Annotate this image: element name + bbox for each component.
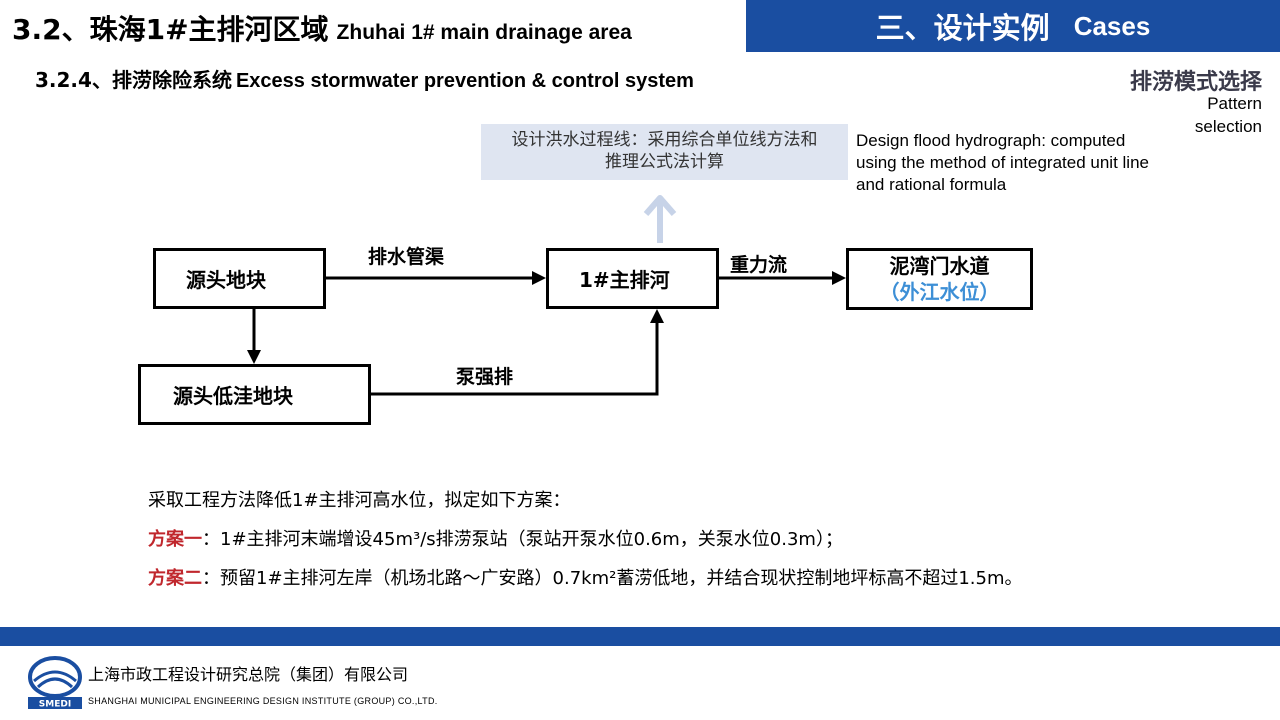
pattern-selection-en: Pattern selection <box>1194 94 1262 136</box>
node-main-drainage-river: 1#主排河 <box>546 248 719 309</box>
flood-hydrograph-line2: 推理公式法计算 <box>605 152 724 172</box>
plan-two: 方案二：预留1#主排河左岸（机场北路～广安路）0.7km²蓄涝低地，并结合现状控… <box>148 564 1023 590</box>
pattern-selection-cn: 排涝模式选择 <box>1129 70 1262 95</box>
page-title: 3.2、珠海1#主排河区域 Zhuhai 1# main drainage are… <box>12 8 632 48</box>
node-low-lying-plot-label: 源头低洼地块 <box>173 384 293 408</box>
edge-pump-line <box>371 309 664 396</box>
page-title-en: Zhuhai 1# main drainage area <box>336 21 632 44</box>
node-outlet-waterway-label: 泥湾门水道 <box>889 254 990 278</box>
section-subtitle-en: Excess stormwater prevention & control s… <box>235 70 694 92</box>
footer-bar <box>0 627 1280 646</box>
node-main-drainage-river-label: 1#主排河 <box>579 268 670 292</box>
edge-pipe-line <box>326 271 546 285</box>
edge-gravity-label: 重力流 <box>730 254 788 276</box>
flood-hydrograph-en: Design flood hydrograph: computed using … <box>856 131 1149 194</box>
plan-one-label: 方案一 <box>148 529 202 550</box>
plan-one-text: ：1#主排河末端增设45m³/s排涝泵站（泵站开泵水位0.6m，关泵水位0.3m… <box>202 529 843 550</box>
logo-text: SMEDI <box>39 700 71 710</box>
node-outlet-waterway-sublabel: （外江水位） <box>879 280 1000 304</box>
flood-hydrograph-box: 设计洪水过程线：采用综合单位线方法和 推理公式法计算 <box>481 124 848 180</box>
edge-pump-label: 泵强排 <box>456 366 514 388</box>
edge-source-to-low-line <box>247 309 261 364</box>
flood-hydrograph-line1: 设计洪水过程线：采用综合单位线方法和 <box>511 130 818 150</box>
edge-pipe-label: 排水管渠 <box>368 246 445 268</box>
section-banner-cn: 三、设计实例 <box>875 11 1050 45</box>
node-source-plot-label: 源头地块 <box>186 268 266 292</box>
node-low-lying-plot: 源头低洼地块 <box>138 364 371 425</box>
plan-one: 方案一：1#主排河末端增设45m³/s排涝泵站（泵站开泵水位0.6m，关泵水位0… <box>148 525 843 551</box>
section-banner: 三、设计实例 Cases <box>746 0 1280 52</box>
hollow-up-arrow-icon <box>643 195 677 243</box>
node-source-plot: 源头地块 <box>153 248 326 309</box>
plans-intro: 采取工程方法降低1#主排河高水位，拟定如下方案： <box>148 490 571 511</box>
section-subtitle-cn: 3.2.4、排涝除险系统 <box>35 68 232 92</box>
org-name-cn: 上海市政工程设计研究总院（集团）有限公司 <box>88 665 409 684</box>
plan-two-text: ：预留1#主排河左岸（机场北路～广安路）0.7km²蓄涝低地，并结合现状控制地坪… <box>202 568 1023 589</box>
page-title-cn: 3.2、珠海1#主排河区域 <box>12 13 329 46</box>
org-name-en: SHANGHAI MUNICIPAL ENGINEERING DESIGN IN… <box>88 696 438 706</box>
smedi-logo-icon: SMEDI <box>26 655 84 709</box>
node-outlet-waterway: 泥湾门水道 （外江水位） <box>846 248 1033 310</box>
section-banner-en: Cases <box>1073 10 1151 41</box>
plan-two-label: 方案二 <box>148 568 202 589</box>
